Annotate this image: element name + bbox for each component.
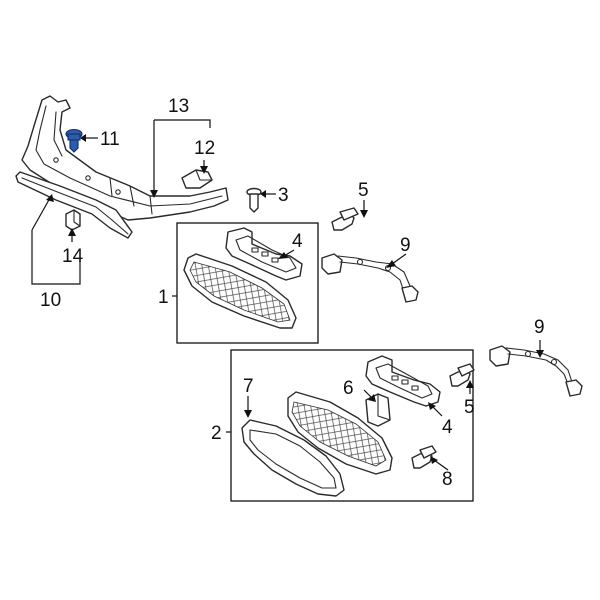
callout-9-lower: 9 [534,317,545,338]
leader-13 [31,197,81,285]
cap-12 [181,169,213,189]
callout-10: 13 [168,96,189,117]
bolt-8 [411,445,437,469]
callout-4-upper: 4 [292,231,303,252]
bolt-3 [246,187,262,213]
callout-5-lower: 5 [464,397,475,418]
callout-11: 11 [100,129,120,150]
callout-5-upper: 5 [358,180,369,201]
bumper-bracket [21,95,229,221]
callout-3: 3 [278,185,289,206]
callout-14: 14 [62,246,84,267]
leader-8 [433,459,449,471]
grille-surround-7 [241,419,345,497]
leader-9a [391,253,407,265]
group-box-1 [176,222,319,344]
callout-1: 1 [158,287,169,308]
leader-4b [431,405,443,417]
callout-9-upper: 9 [400,235,411,256]
callout-7: 7 [243,376,254,397]
group-box-2 [230,349,474,502]
callout-8: 8 [442,469,453,490]
leader-10 [153,119,211,196]
upper-grille [183,253,297,329]
harness-9-upper [321,253,419,303]
bracket-6 [365,393,391,427]
callout-6: 6 [343,378,354,399]
callout-4-lower: 4 [442,417,453,438]
callout-12: 12 [194,138,215,159]
harness-9-lower [489,345,583,397]
lower-grille [287,391,393,475]
bolt-5-upper [331,207,359,231]
bracket-4-upper [225,227,303,281]
callout-2: 2 [211,423,222,444]
bolt-5-lower [449,363,475,387]
bracket-4-lower [365,355,441,407]
push-pin-11 [65,128,83,153]
clip-14 [65,209,81,231]
leader-6 [363,389,373,399]
callout-13: 10 [40,290,61,311]
